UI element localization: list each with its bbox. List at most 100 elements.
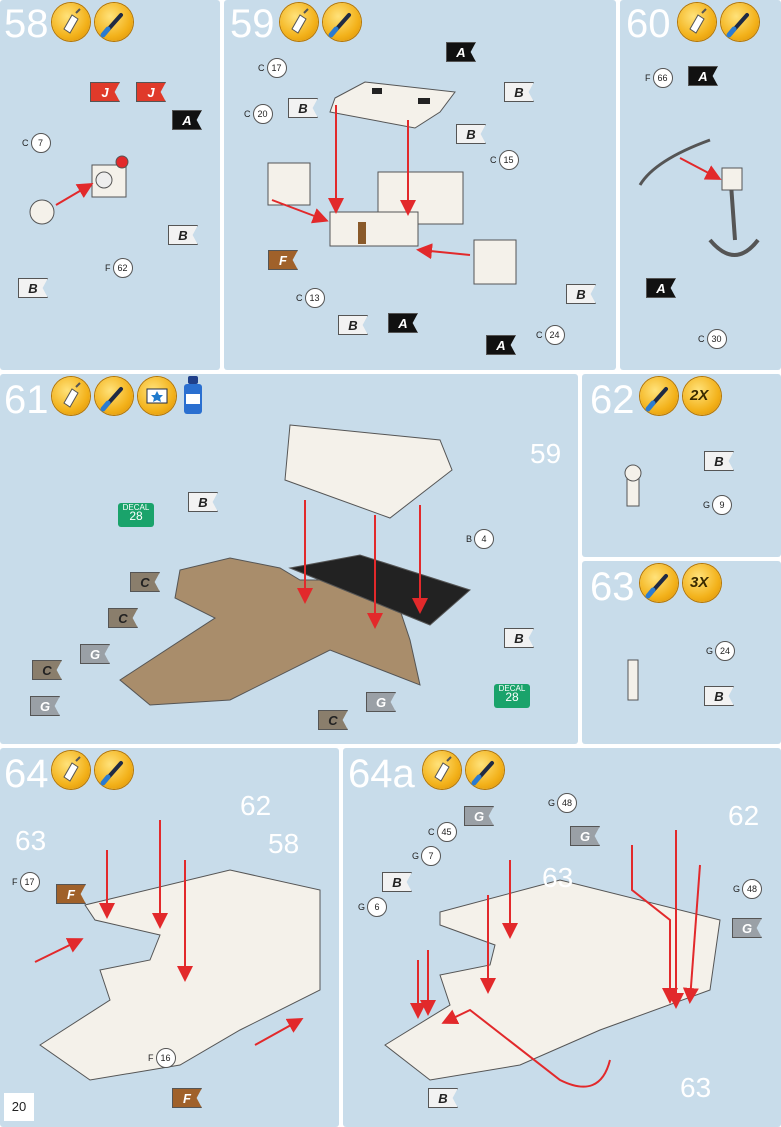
glue-icon — [52, 751, 90, 789]
multiplier-badge — [683, 377, 721, 415]
page-number: 20 — [4, 1093, 34, 1121]
step-60-panel — [620, 0, 781, 370]
sprue-letter: G — [548, 798, 556, 808]
sprue-letter: G — [703, 500, 711, 510]
step-number-64a: 64a — [348, 752, 415, 796]
multiplier-badge — [683, 564, 721, 602]
color-flag: B — [704, 451, 734, 471]
part-number: 24 — [715, 641, 736, 661]
color-flag: F — [268, 250, 298, 270]
step-61-parts — [119, 424, 471, 706]
glue-icon — [423, 751, 461, 789]
part-number: 15 — [498, 150, 519, 170]
color-flag: B — [428, 1088, 458, 1108]
step-64-parts — [34, 820, 321, 1081]
step-number-58: 58 — [4, 2, 49, 46]
sprue-letter: G — [358, 902, 366, 912]
callout-ref: 58 — [268, 828, 300, 859]
color-flag: B — [18, 278, 48, 298]
callout-ref: 59 — [530, 438, 562, 469]
paintbrush-icon — [640, 377, 678, 415]
part-number: 24 — [544, 325, 565, 345]
part-number: 7 — [421, 846, 442, 866]
sprue-letter: F — [148, 1053, 154, 1063]
part-number: 45 — [436, 822, 457, 842]
part-number: 4 — [474, 529, 495, 549]
paintbrush-icon — [721, 3, 759, 41]
part-number: 17 — [266, 58, 287, 78]
step-number-64: 64 — [4, 752, 49, 796]
glue-icon — [52, 377, 90, 415]
step-number-62: 62 — [590, 378, 635, 422]
decal-number: 28 — [505, 690, 519, 704]
sprue-letter: F — [12, 877, 18, 887]
callout-ref: 63 — [15, 825, 47, 856]
sprue-letter: C — [244, 109, 251, 119]
paintbrush-icon — [640, 564, 678, 602]
paintbrush-icon — [95, 3, 133, 41]
color-flag: C — [318, 710, 348, 730]
part-number: 7 — [30, 133, 51, 153]
part-number: 48 — [557, 793, 578, 813]
sprue-letter: C — [698, 334, 705, 344]
callout-ref: 62 — [728, 800, 760, 831]
sprue-letter: F — [645, 73, 651, 83]
part-number: 9 — [712, 495, 733, 515]
step-number-60: 60 — [626, 2, 671, 46]
sprue-letter: G — [706, 646, 714, 656]
color-flag: B — [566, 284, 596, 304]
color-flag: G — [366, 692, 396, 712]
part-number: 17 — [19, 872, 40, 892]
color-flag: J — [90, 82, 120, 102]
step-number-61: 61 — [4, 378, 49, 422]
decal-badge: DECAL 28 — [494, 684, 530, 708]
step-64a-parts — [384, 830, 721, 1088]
part-number: 16 — [155, 1048, 176, 1068]
paintbrush-icon — [323, 3, 361, 41]
part-number: 62 — [112, 258, 133, 278]
decal-badge: DECAL 28 — [118, 503, 154, 527]
part-number: 48 — [742, 879, 763, 899]
step-59-parts — [267, 81, 517, 285]
part-number: 6 — [367, 897, 388, 917]
step-62-panel — [582, 374, 781, 557]
step-60-parts — [638, 138, 760, 257]
glue-icon — [52, 3, 90, 41]
part-number: 30 — [706, 329, 727, 349]
step-58-parts — [29, 155, 129, 225]
step-number-59: 59 — [230, 2, 275, 46]
sprue-letter: G — [412, 851, 420, 861]
part-number: 20 — [252, 104, 273, 124]
step-63-panel — [582, 561, 781, 744]
decal-number: 28 — [129, 509, 143, 523]
sprue-letter: F — [105, 263, 111, 273]
step-number-63: 63 — [590, 565, 635, 609]
glue-icon — [280, 3, 318, 41]
color-flag: G — [732, 918, 762, 938]
decal-label: DECAL — [498, 684, 526, 693]
decal-label: DECAL — [122, 503, 150, 512]
step-62-63-parts — [624, 464, 642, 701]
part-number: 66 — [652, 68, 673, 88]
callout-ref: 63 — [542, 862, 574, 893]
color-flag: G — [570, 826, 600, 846]
callout-ref: 63 — [680, 1072, 712, 1103]
callout-ref: 62 — [240, 790, 272, 821]
decal-icon — [138, 377, 176, 415]
